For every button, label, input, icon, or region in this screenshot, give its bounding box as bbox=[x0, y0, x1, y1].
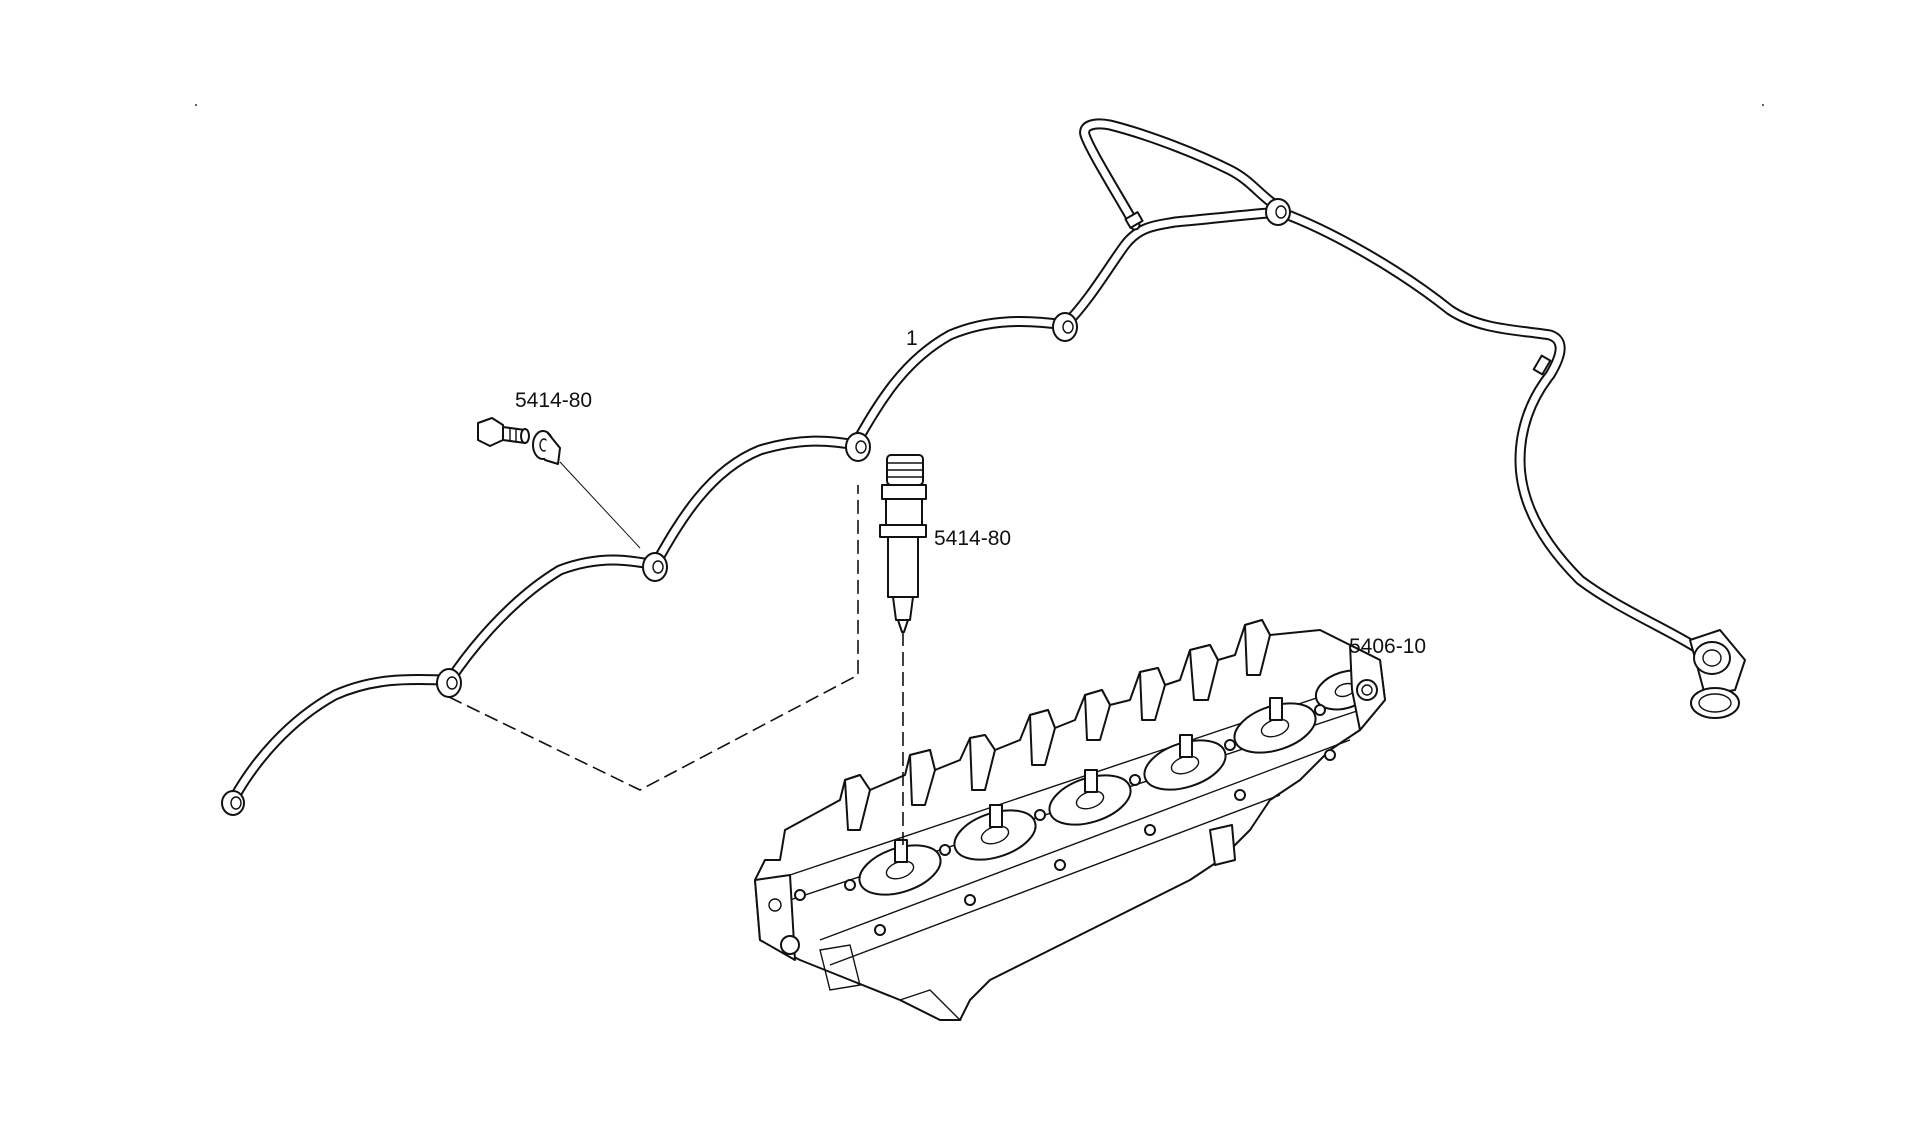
pipe-collar bbox=[1532, 354, 1552, 376]
hollow-screw bbox=[477, 417, 530, 447]
screw-leader-line bbox=[559, 461, 641, 549]
assembly-lines bbox=[448, 485, 904, 845]
assembly-line-pipe-to-head bbox=[448, 485, 859, 791]
pipe-tube-inner bbox=[229, 208, 1284, 804]
pipe-connector-eye bbox=[436, 668, 462, 698]
pipe-connector-eye bbox=[1265, 198, 1291, 226]
cylinder-pockets bbox=[858, 669, 1376, 896]
banjo-fitting bbox=[1689, 629, 1746, 719]
pipe-connector-eye bbox=[1052, 312, 1078, 342]
head-bolt-holes bbox=[794, 704, 1336, 936]
callout-hollow-screw: 5414-80 bbox=[515, 389, 592, 412]
pipe-collar bbox=[1124, 211, 1144, 229]
injector-bores bbox=[894, 697, 1283, 863]
head-front-face bbox=[754, 874, 962, 1021]
callout-injector: 5414-80 bbox=[934, 527, 1011, 550]
leak-off-pipe bbox=[221, 118, 1746, 816]
bearing-towers bbox=[844, 619, 1271, 831]
fuel-injector bbox=[879, 454, 927, 633]
head-side-rail bbox=[829, 794, 1281, 966]
pipe-connector-eye bbox=[845, 432, 871, 462]
callout-pipe: 1 bbox=[906, 327, 918, 350]
pipe-upper-loop-inner bbox=[1081, 120, 1279, 229]
head-rear-face bbox=[1209, 644, 1386, 866]
pipe-end-fitting bbox=[221, 790, 245, 816]
pipe-return-outline bbox=[1274, 206, 1706, 656]
pipe-connector-eye bbox=[642, 552, 668, 582]
cylinder-head bbox=[754, 619, 1386, 1021]
corner-mark-right bbox=[1762, 104, 1764, 106]
corner-mark-left bbox=[195, 104, 197, 106]
sealing-washer bbox=[532, 430, 561, 465]
hollow-screw-and-washer bbox=[477, 417, 641, 549]
callout-cylinder-head: 5406-10 bbox=[1349, 635, 1426, 658]
pipe-return-inner bbox=[1276, 208, 1704, 654]
head-side-rail bbox=[819, 739, 1351, 941]
